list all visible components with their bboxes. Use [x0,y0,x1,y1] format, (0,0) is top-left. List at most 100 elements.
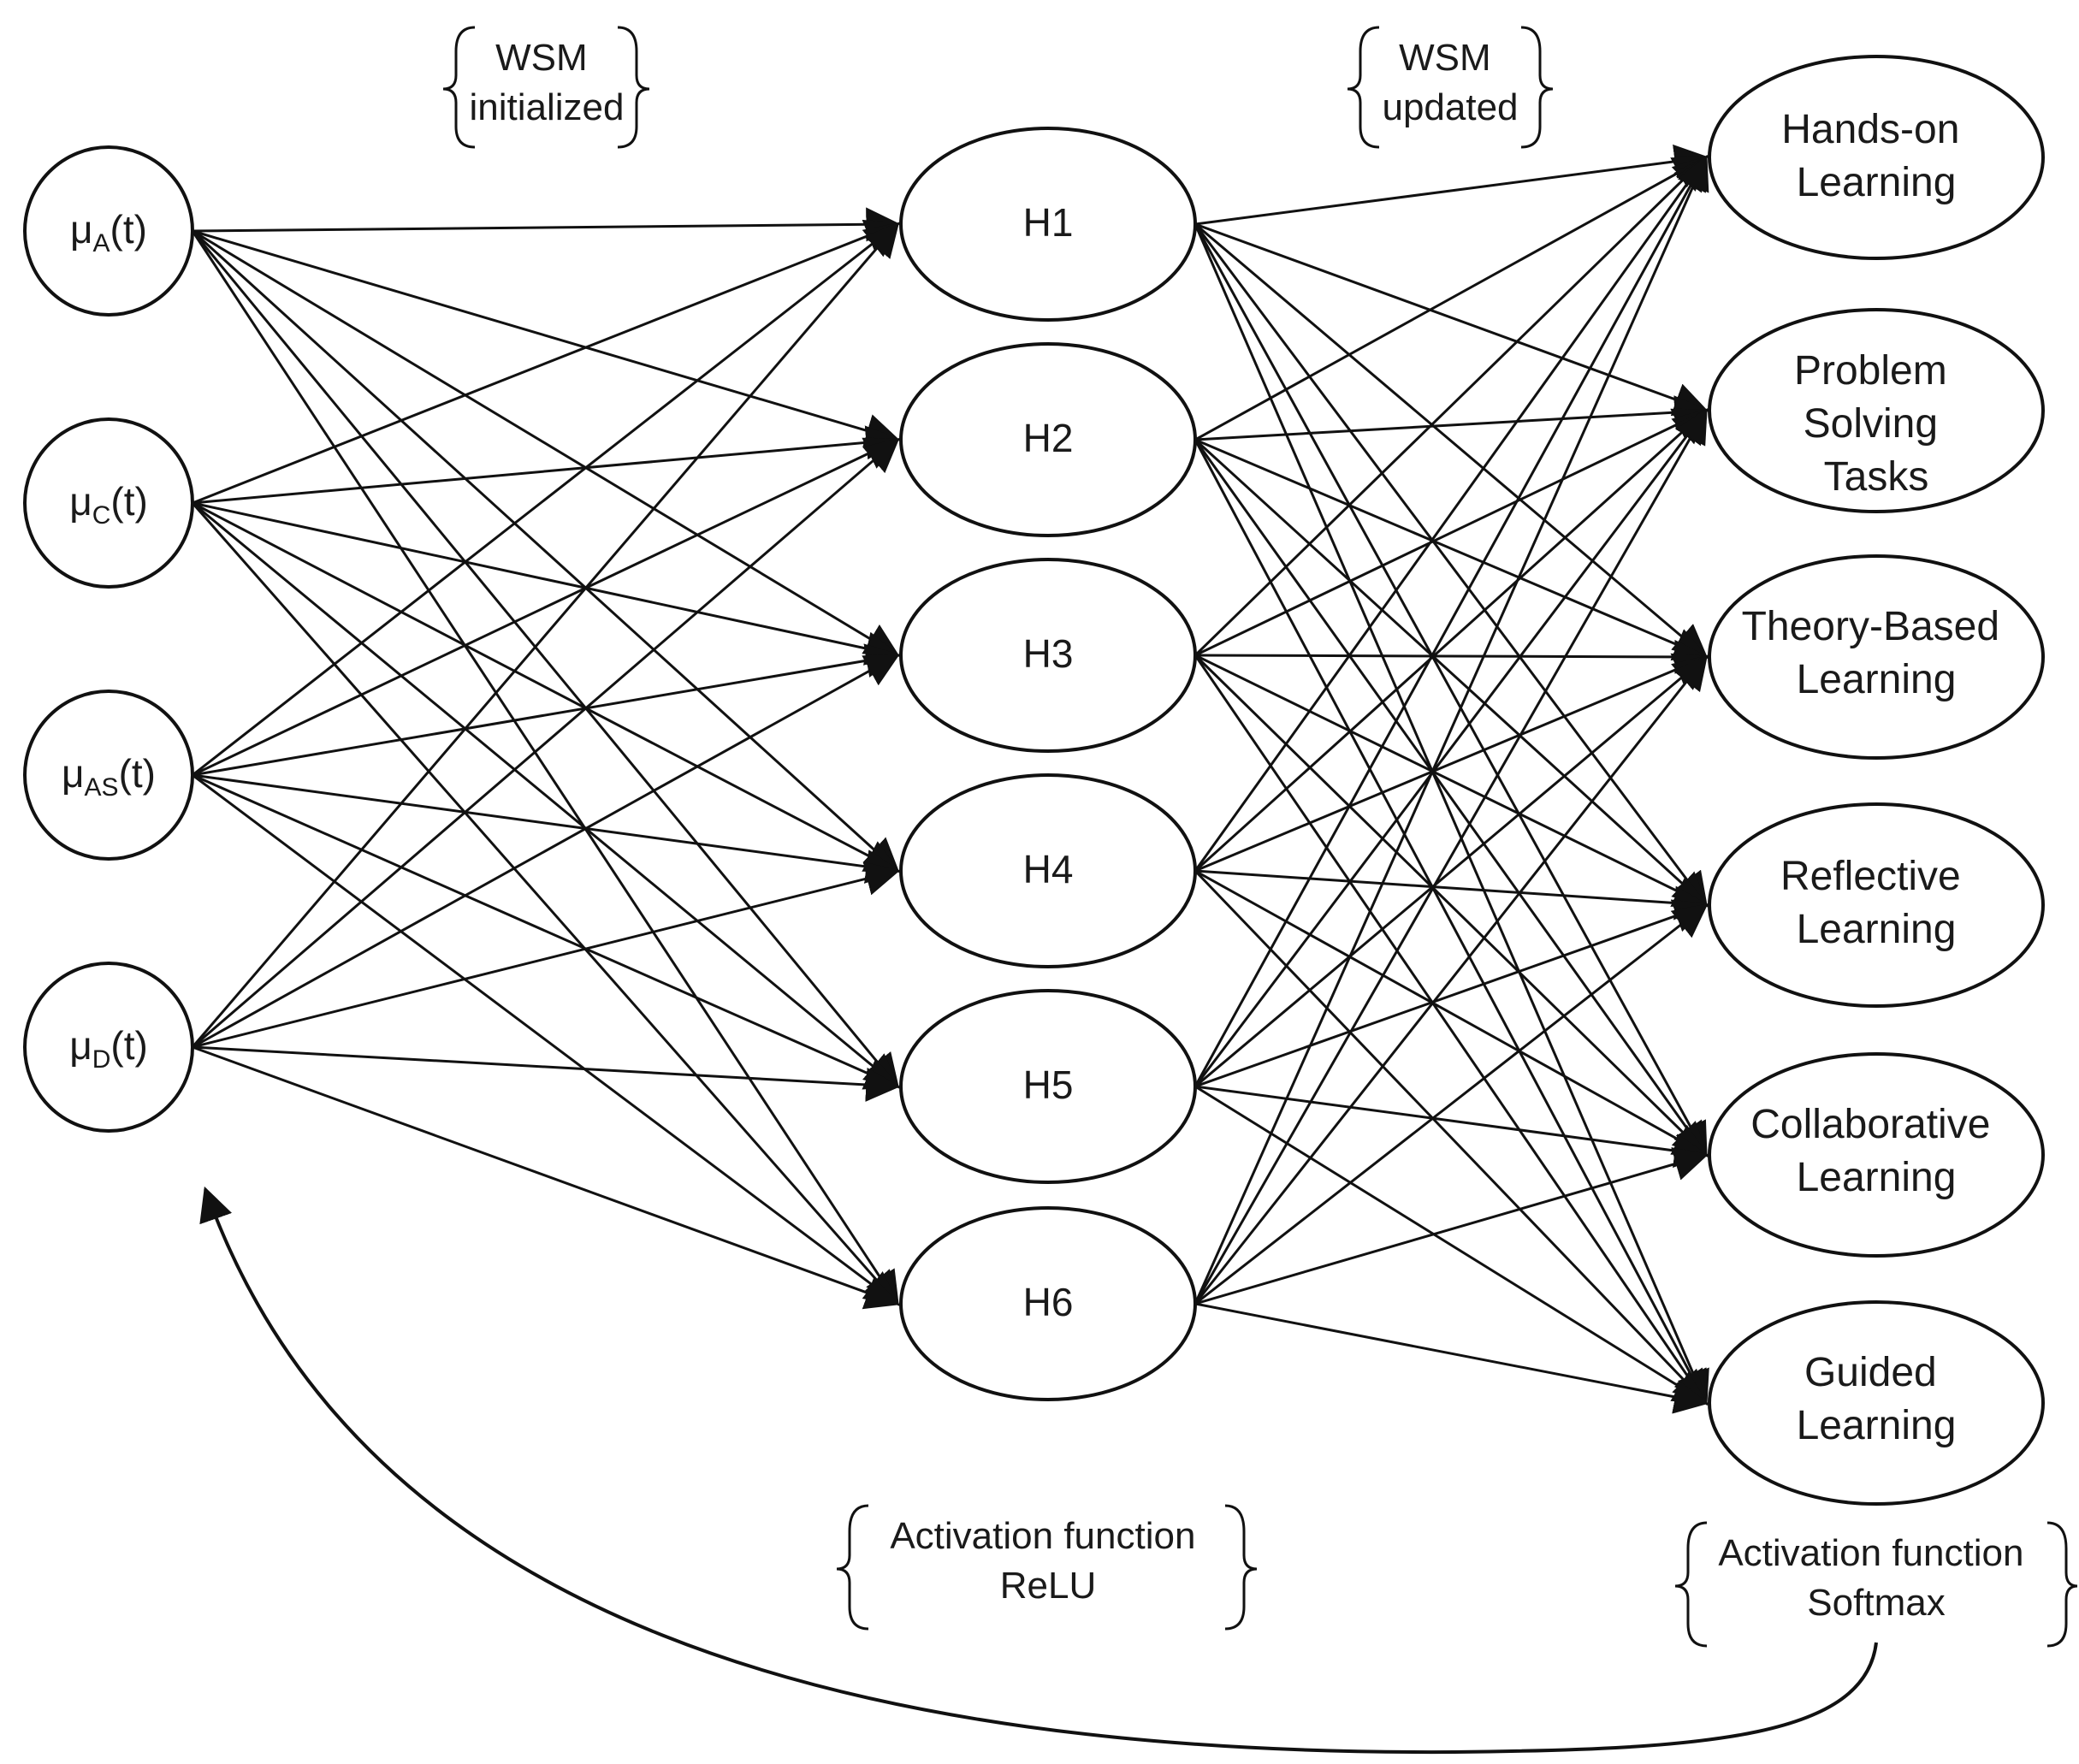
svg-text:Guided Learning: Guided Learning [1797,1350,1957,1448]
left-brace [1674,1521,1708,1648]
left-brace [442,26,476,149]
output-label-line: Collaborative [1750,1102,1990,1147]
svg-text:Theory-Based Learning: Theory-Based Learning [1742,604,2011,702]
edge-hidden-2-to-output-2 [1194,395,1709,441]
hidden-node-h3: H3 [899,558,1197,753]
edge-hidden-1-to-output-1 [1194,144,1709,226]
edge-input-3-to-hidden-2 [192,437,901,777]
right-brace [617,26,650,149]
output-node-reflective-learning: Reflective Learning [1708,802,2045,1008]
input-symbol: μ [69,1023,92,1068]
hidden-node-label: H3 [1023,631,1074,676]
edge-input-1-to-hidden-5 [191,230,900,1089]
note-line: Activation function [890,1515,1195,1557]
edge-hidden-6-to-output-6 [1194,1302,1709,1414]
input-node-mu-a: μA(t) [23,145,194,317]
input-subscript: D [92,1045,111,1074]
output-label-line: Problem [1794,348,1947,394]
edge-hidden-3-to-output-4 [1194,654,1709,907]
left-brace [1347,26,1380,149]
edge-hidden-6-to-output-4 [1194,903,1709,1305]
svg-text:Activation function ReLU: Activation function ReLU [890,1515,1205,1607]
left-brace [836,1504,869,1631]
edge-input-3-to-hidden-5 [192,773,901,1090]
edge-hidden-3-to-output-2 [1194,408,1709,657]
edge-hidden-1-to-output-4 [1194,223,1708,908]
note-line: WSM [495,37,588,79]
note-line: updated [1382,86,1518,128]
note-activation-softmax: Activation function Softmax [1674,1521,2078,1648]
svg-text:Hands-on Learning: Hands-on Learning [1781,107,1970,205]
hidden-node-label: H6 [1023,1280,1074,1324]
note-line: initialized [470,86,625,128]
svg-text:Problem Solving: Problem Solving Tasks [1794,348,1958,500]
edge-hidden-1-to-output-3 [1194,222,1709,660]
edge-hidden-6-to-output-2 [1194,408,1708,1305]
input-node-mu-as: μAS(t) [23,690,194,861]
edge-hidden-4-to-output-4 [1194,869,1709,920]
edge-hidden-5-to-output-6 [1194,1085,1709,1405]
svg-text:μC(t): μC(t) [69,479,148,530]
edge-input-1-to-hidden-1 [192,207,901,242]
edge-hidden-4-to-output-3 [1194,653,1709,873]
edge-hidden-4-to-output-5 [1194,869,1709,1157]
edge-input-1-to-hidden-6 [191,230,899,1306]
edge-hidden-2-to-output-6 [1194,439,1708,1406]
svg-text:Activation function Soft: Activation function Softmax [1718,1532,2034,1624]
right-brace [2046,1521,2078,1648]
edge-input-4-to-hidden-1 [191,222,900,1048]
input-suffix: (t) [110,1023,147,1068]
svg-text:μA(t): μA(t) [70,207,147,257]
edge-hidden-5-to-output-3 [1194,654,1709,1088]
feedback-arrow [199,1186,1878,1755]
input-layer: μA(t) μC(t) μAS(t) μD(t) [23,145,194,1133]
hidden-node-h2: H2 [899,342,1197,537]
right-brace [1224,1504,1258,1631]
input-subscript: AS [85,773,119,802]
output-node-collaborative-learning: Collaborative Learning [1708,1052,2045,1258]
note-line: Activation function [1718,1532,2023,1574]
hidden-node-h1: H1 [899,127,1197,322]
output-label-line: Learning [1797,1155,1957,1200]
edge-hidden-6-to-output-3 [1194,654,1709,1305]
hidden-output-edges [1194,144,1709,1414]
output-label-line: Learning [1797,1403,1957,1448]
hidden-node-label: H1 [1023,200,1074,245]
output-label-line: Guided [1804,1350,1937,1395]
output-label-line: Hands-on [1781,107,1959,152]
edge-hidden-5-to-output-5 [1194,1085,1709,1168]
edge-hidden-5-to-output-1 [1194,155,1708,1087]
svg-text:Collaborative Learning: Collaborative Learning [1750,1102,2002,1200]
edge-input-1-to-hidden-2 [192,229,901,447]
hidden-node-label: H4 [1023,847,1074,891]
output-layer: Hands-on Learning Problem Solving Tasks … [1708,55,2045,1506]
input-suffix: (t) [119,751,156,796]
input-subscript: A [93,229,110,257]
edge-hidden-4-to-output-6 [1194,869,1709,1406]
output-label-line: Learning [1797,160,1957,205]
input-suffix: (t) [110,479,147,524]
edge-input-2-to-hidden-2 [192,425,901,505]
input-symbol: μ [70,207,93,252]
output-node-guided-learning: Guided Learning [1708,1300,2045,1506]
edge-input-2-to-hidden-4 [192,501,900,873]
edge-input-4-to-hidden-5 [192,1045,901,1102]
edge-hidden-1-to-output-6 [1194,223,1709,1406]
note-activation-relu: Activation function ReLU [836,1504,1258,1631]
input-suffix: (t) [110,207,147,252]
edge-input-1-to-hidden-4 [191,229,900,873]
output-label-line: Theory-Based [1742,604,1999,649]
output-label-line: Learning [1797,657,1957,702]
edge-hidden-1-to-output-5 [1194,223,1708,1157]
note-line: ReLU [1000,1565,1097,1607]
output-node-theory-based-learning: Theory-Based Learning [1708,554,2045,760]
hidden-node-h6: H6 [899,1206,1197,1401]
edge-input-1-to-hidden-3 [192,229,900,657]
output-label-line: Reflective [1780,854,1961,899]
note-wsm-initialized: WSM initialized [442,26,650,149]
edge-input-2-to-hidden-6 [191,502,900,1306]
output-node-problem-solving-tasks: Problem Solving Tasks [1708,308,2045,513]
edge-hidden-2-to-output-5 [1194,439,1708,1157]
